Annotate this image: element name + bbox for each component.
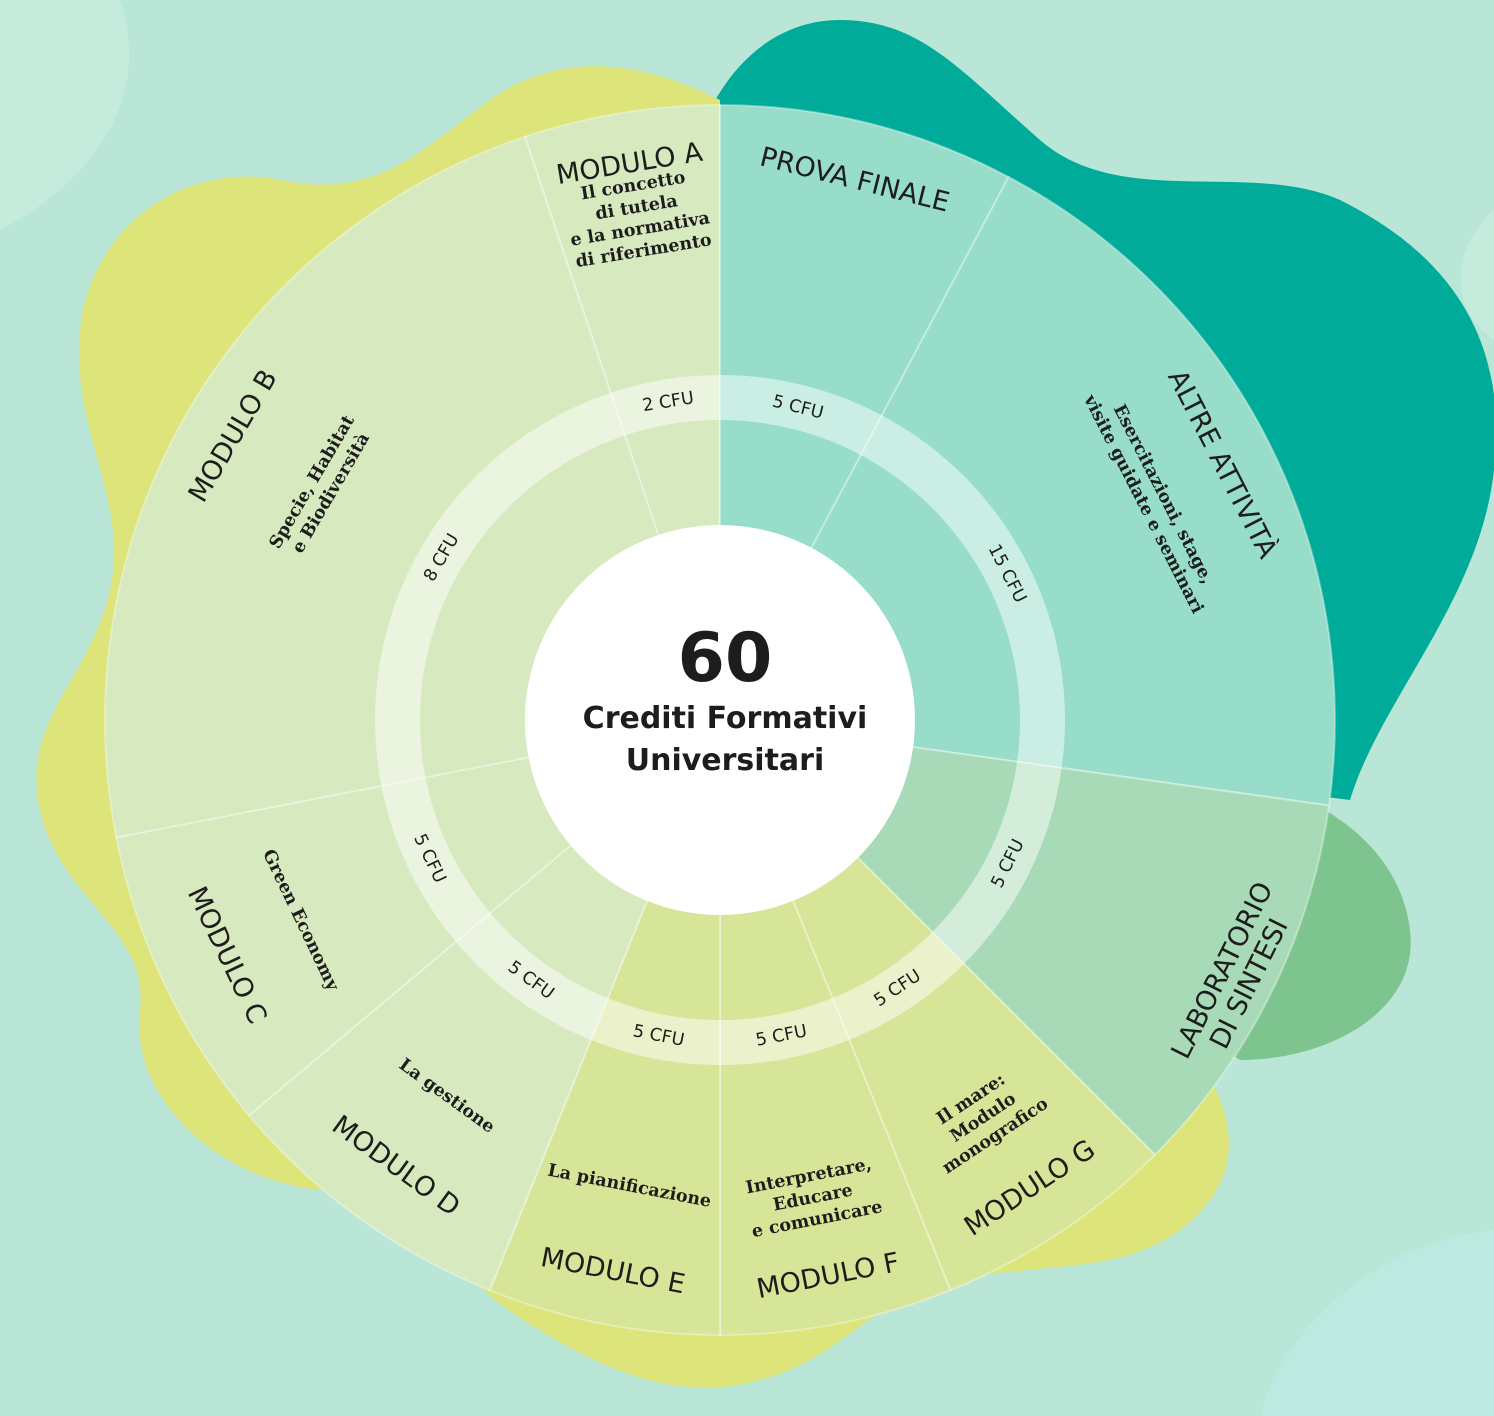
ring-modulo-a xyxy=(610,375,720,436)
ring-modulo-e xyxy=(590,998,720,1065)
center-badge: 60 Crediti Formativi Universitari xyxy=(525,525,915,915)
center-label-line1: Crediti Formativi xyxy=(583,701,868,736)
ring-altre-attivita xyxy=(860,415,1065,769)
cfu-ring xyxy=(375,375,1065,1065)
ring-modulo-f xyxy=(720,998,850,1065)
ring-modulo-d xyxy=(455,912,608,1040)
center-label-line2: Universitari xyxy=(626,743,825,778)
center-number: 60 xyxy=(678,619,773,698)
ring-modulo-c xyxy=(381,777,491,942)
ring-prova-finale xyxy=(720,375,882,456)
center-circle xyxy=(525,525,915,915)
ring-modulo-b xyxy=(375,392,625,786)
ring-laboratorio xyxy=(932,761,1062,964)
ring-modulo-g xyxy=(832,932,964,1040)
